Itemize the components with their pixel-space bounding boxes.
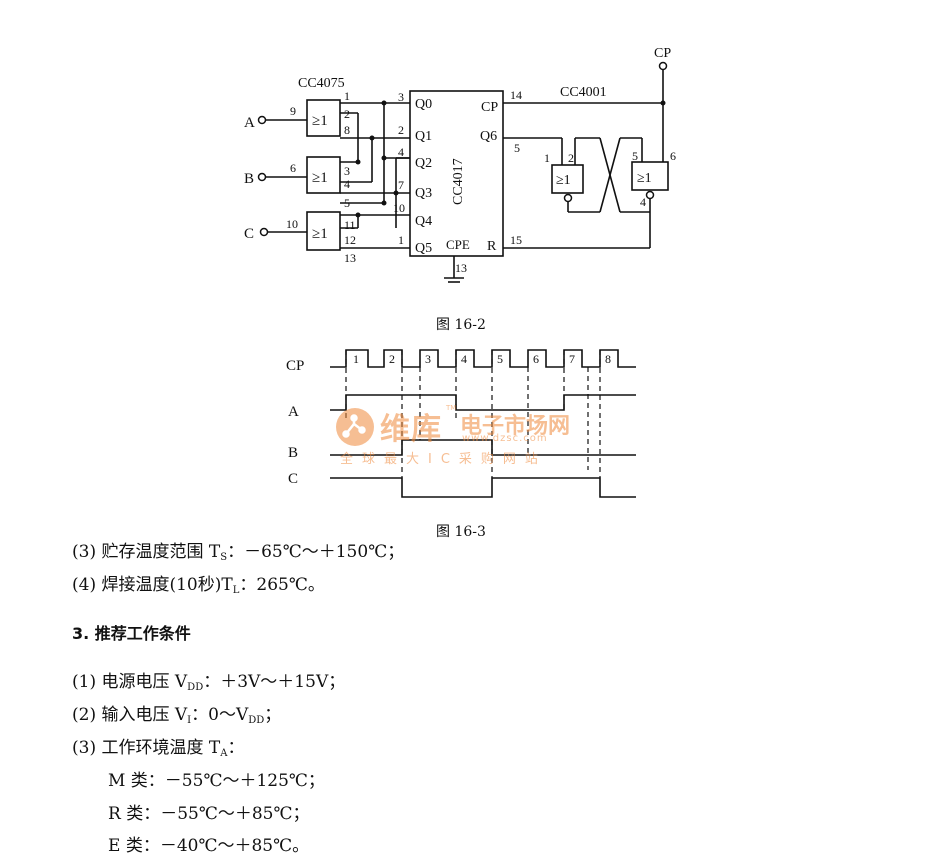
pulse-number: 2 — [389, 352, 395, 366]
nor-gate-1 — [551, 164, 584, 194]
svg-text:14: 14 — [510, 88, 522, 102]
watermark-brand: 维库 — [380, 412, 442, 447]
svg-text:15: 15 — [510, 233, 522, 247]
svg-text:8: 8 — [344, 123, 350, 137]
watermark-tagline: 电子市场网 — [460, 414, 571, 439]
input-a-label: A — [244, 115, 255, 131]
pulse-number: 6 — [533, 352, 539, 366]
watermark-slogan: 全球最大IC采购网站 — [340, 452, 547, 467]
svg-text:2: 2 — [568, 151, 574, 165]
svg-text:4: 4 — [640, 195, 646, 209]
port-q6: Q6 — [480, 129, 497, 144]
svg-text:4: 4 — [344, 177, 350, 191]
cc4001-label: CC4001 — [560, 85, 607, 100]
port-q2: Q2 — [415, 156, 432, 171]
nor2-output-bubble — [645, 190, 655, 200]
signal-b-label: B — [288, 445, 298, 461]
cc4075-label: CC4075 — [298, 76, 345, 91]
input-c-terminal — [259, 227, 269, 237]
input-b-label: B — [244, 171, 254, 187]
svg-text:9: 9 — [290, 104, 296, 118]
c-waveform — [330, 477, 636, 498]
svg-text:6: 6 — [670, 149, 676, 163]
input-voltage-line: (2) 输入电压 VI：0～VDD； — [72, 705, 282, 726]
signal-cp-label: CP — [286, 358, 304, 374]
gate-symbol: ≥1 — [556, 173, 571, 188]
watermark-tm: TM — [446, 404, 457, 412]
cc4017-box — [409, 90, 504, 257]
section-heading: 3. 推荐工作条件 — [72, 624, 191, 643]
class-r-line: R 类：－55℃～＋85℃； — [108, 804, 310, 824]
svg-text:4: 4 — [398, 145, 404, 159]
watermark: 维库 TM 电子市场网 www.dzsc.com 全球最大IC采购网站 — [334, 404, 604, 467]
svg-text:1: 1 — [398, 233, 404, 247]
port-r: R — [487, 239, 497, 254]
svg-text:10: 10 — [393, 201, 405, 215]
or-gate-2 — [306, 156, 341, 194]
cp-input-label: CP — [654, 46, 671, 61]
input-c-label: C — [244, 226, 254, 242]
soldering-temp-line: (4) 焊接温度(10秒)TL：265℃。 — [72, 575, 325, 596]
nor1-output-bubble — [563, 193, 573, 203]
svg-text:5: 5 — [632, 149, 638, 163]
b-waveform — [330, 439, 636, 456]
svg-text:6: 6 — [290, 161, 296, 175]
svg-text:5: 5 — [514, 141, 520, 155]
timing-diagram: CP A B C 1 2 3 4 5 6 7 8 — [286, 349, 636, 498]
cp-waveform — [330, 349, 636, 368]
svg-text:1: 1 — [344, 89, 350, 103]
gate-symbol: ≥1 — [312, 170, 328, 186]
pulse-number: 1 — [353, 352, 359, 366]
input-b-terminal — [257, 172, 267, 182]
svg-text:2: 2 — [344, 107, 350, 121]
port-q1: Q1 — [415, 129, 432, 144]
watermark-logo-icon — [336, 408, 374, 446]
pulse-number: 4 — [461, 352, 467, 366]
svg-text:7: 7 — [398, 178, 404, 192]
svg-text:13: 13 — [344, 251, 356, 265]
port-cp: CP — [481, 100, 498, 115]
nor-gate-2 — [631, 161, 669, 191]
svg-text:13: 13 — [455, 261, 467, 275]
port-q3: Q3 — [415, 186, 432, 201]
svg-text:11: 11 — [344, 218, 356, 232]
svg-text:10: 10 — [286, 217, 298, 231]
svg-text:2: 2 — [398, 123, 404, 137]
gate-symbol: ≥1 — [312, 113, 328, 129]
pulse-number: 3 — [425, 352, 431, 366]
supply-voltage-line: (1) 电源电压 VDD：＋3V～＋15V； — [72, 672, 346, 693]
svg-text:1: 1 — [544, 151, 550, 165]
figure-16-2-caption: 图 16-2 — [436, 317, 486, 333]
svg-text:12: 12 — [344, 233, 356, 247]
signal-a-label: A — [288, 404, 299, 420]
storage-temp-line: (3) 贮存温度范围 TS：－65℃～＋150℃； — [72, 542, 405, 563]
svg-text:5: 5 — [344, 196, 350, 210]
signal-c-label: C — [288, 471, 298, 487]
input-a-terminal — [257, 115, 267, 125]
svg-text:3: 3 — [344, 164, 350, 178]
or-gate-3 — [306, 211, 341, 251]
gate-symbol: ≥1 — [312, 226, 328, 242]
class-m-line: M 类：－55℃～＋125℃； — [108, 771, 325, 791]
cc4017-label: CC4017 — [451, 158, 466, 205]
or-gate-1 — [306, 99, 341, 137]
circuit-diagram: CC4075 CC4001 CC4017 ≥1 ≥1 ≥1 ≥1 ≥1 A B … — [244, 46, 676, 283]
figure-16-3-caption: 图 16-3 — [436, 524, 486, 540]
port-q0: Q0 — [415, 97, 432, 112]
ambient-temp-line: (3) 工作环境温度 TA： — [72, 738, 245, 759]
gate-symbol: ≥1 — [637, 171, 652, 186]
pulse-number: 5 — [497, 352, 503, 366]
watermark-url: www.dzsc.com — [462, 433, 548, 444]
port-q5: Q5 — [415, 241, 432, 256]
port-q4: Q4 — [415, 214, 432, 229]
svg-text:3: 3 — [398, 90, 404, 104]
pulse-number: 7 — [569, 352, 575, 366]
class-e-line: E 类：－40℃～＋85℃。 — [108, 836, 310, 856]
port-cpe: CPE — [446, 237, 470, 252]
pulse-number: 8 — [605, 352, 611, 366]
cp-terminal — [658, 61, 668, 71]
